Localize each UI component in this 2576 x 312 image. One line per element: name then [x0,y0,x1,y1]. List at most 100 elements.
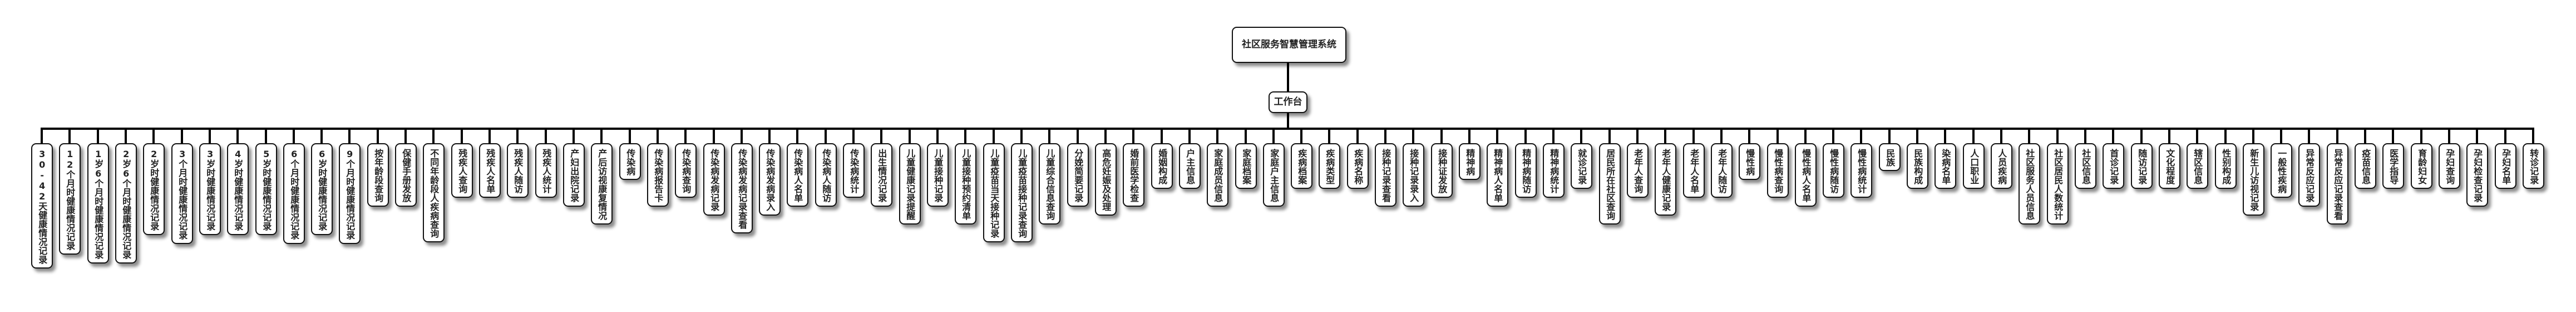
child-node[interactable]: 12个月时健康情况记录 [59,143,81,255]
child-node[interactable]: 儿童健康记录提醒 [899,143,921,225]
child-node[interactable]: 精神病人名单 [1487,143,1508,207]
child-node[interactable]: 性别构成 [2215,143,2237,189]
child-node[interactable]: 接种记录录入 [1403,143,1424,207]
child-node[interactable]: 疫苗信息 [2355,143,2376,189]
child-node[interactable]: 3岁时健康情况记录 [199,143,221,235]
child-node[interactable]: 1岁6个月时健康情况记录 [87,143,109,264]
child-node[interactable]: 精神病统计 [1543,143,1565,198]
child-node[interactable]: 疾病类型 [1319,143,1340,189]
child-node[interactable]: 家庭成员信息 [1207,143,1228,207]
child-label: 文化程度 [2164,149,2175,184]
child-node[interactable]: 社区信息 [2075,143,2096,189]
child-node[interactable]: 产后访视康复情况 [591,143,613,225]
child-node[interactable]: 残疾人统计 [535,143,557,198]
hub-node-workbench[interactable]: 工作台 [1269,91,1307,113]
child-node[interactable]: 孕妇检查记录 [2466,143,2488,207]
child-node[interactable]: 孕妇名单 [2495,143,2516,189]
child-node[interactable]: 染病名单 [1935,143,1956,189]
child-node[interactable]: 婚前医学检查 [1123,143,1144,207]
child-node[interactable]: 按年龄段查询 [367,143,389,207]
child-node[interactable]: 传染病发病记录 [703,143,725,216]
child-connector [2140,128,2143,144]
child-node[interactable]: 疾病名称 [1347,143,1369,189]
child-node[interactable]: 2岁6个月时健康情况记录 [115,143,137,264]
child-node[interactable]: 30-42天健康情况记录 [31,143,53,269]
child-node[interactable]: 育龄妇女 [2411,143,2432,189]
child-node[interactable]: 老年人健康记录 [1655,143,1676,216]
child-node[interactable]: 儿童综合信息查询 [1039,143,1060,225]
child-node[interactable]: 一般性疾病 [2271,143,2292,198]
child-node[interactable]: 精神病 [1459,143,1481,180]
child-node[interactable]: 儿童疫苗当天接种记录 [983,143,1005,242]
child-node[interactable]: 慢性病统计 [1850,143,1872,198]
child-node[interactable]: 2岁时健康情况记录 [143,143,165,235]
child-node[interactable]: 老年人查询 [1627,143,1649,198]
child-node[interactable]: 家庭档案 [1235,143,1257,189]
child-node[interactable]: 社区居民人数统计 [2047,143,2069,225]
child-node[interactable]: 传染病发病记录查看 [731,143,753,233]
child-node[interactable]: 人员疾病 [1991,143,2012,189]
child-node[interactable]: 民族 [1879,143,1901,171]
child-node[interactable]: 6个月时健康情况记录 [283,143,305,244]
child-node[interactable]: 孕妇查询 [2439,143,2460,189]
child-node[interactable]: 新生儿访视记录 [2243,143,2264,216]
child-node[interactable]: 传染病报告卡 [647,143,669,207]
child-node[interactable]: 残疾人随访 [507,143,529,198]
child-node[interactable]: 传染病发病录入 [759,143,781,216]
child-node[interactable]: 异常反应记录 [2298,143,2320,207]
child-node[interactable]: 分娩简要记录 [1067,143,1089,207]
child-node[interactable]: 户主信息 [1179,143,1201,189]
child-node[interactable]: 文化程度 [2159,143,2180,189]
child-node[interactable]: 6岁时健康情况记录 [311,143,333,235]
child-node[interactable]: 婚姻构成 [1151,143,1173,189]
child-node[interactable]: 转诊记录 [2523,143,2544,189]
child-connector [2448,128,2450,144]
child-node[interactable]: 产妇出院记录 [563,143,585,207]
child-node[interactable]: 老年人名单 [1683,143,1705,198]
child-node[interactable]: 保健手册发放 [395,143,417,207]
child-node[interactable]: 残疾人查询 [451,143,473,198]
child-node[interactable]: 慢性病 [1739,143,1760,180]
child-node[interactable]: 居民所在社区查询 [1599,143,1621,225]
child-node[interactable]: 传染病查询 [675,143,697,198]
child-node[interactable]: 高危妊娠及处理 [1095,143,1117,216]
child-node[interactable]: 9个月时健康情况记录 [339,143,361,244]
child-node[interactable]: 3个月时健康情况记录 [171,143,193,244]
child-node[interactable]: 接种证发放 [1431,143,1453,198]
child-node[interactable]: 传染病统计 [843,143,865,198]
child-node[interactable]: 慢性病人名单 [1795,143,1817,207]
child-node[interactable]: 老年人随访 [1711,143,1733,198]
child-node[interactable]: 精神病随访 [1515,143,1537,198]
child-connector [852,128,855,144]
child-node[interactable]: 传染病 [619,143,641,180]
child-node[interactable]: 首诊记录 [2103,143,2124,189]
child-node[interactable]: 儿童接种预约清单 [955,143,976,225]
child-node[interactable]: 残疾人名单 [479,143,501,198]
child-node[interactable]: 5岁时健康情况记录 [255,143,277,235]
child-label: 传染病统计 [848,149,860,193]
child-node[interactable]: 慢性病查询 [1767,143,1789,198]
child-node[interactable]: 接种记录查看 [1375,143,1396,207]
child-node[interactable]: 人口职业 [1963,143,1985,189]
child-node[interactable]: 不同年龄段人疾病查询 [423,143,445,242]
child-node[interactable]: 传染病人名单 [787,143,808,207]
child-connector [1748,128,1750,144]
child-connector [488,128,491,144]
root-node[interactable]: 社区服务智慧管理系统 [1232,27,1346,63]
child-node[interactable]: 儿童接种记录 [927,143,949,207]
child-node[interactable]: 社区服务人员信息 [2019,143,2040,225]
child-node[interactable]: 儿童疫苗接种记录查询 [1011,143,1033,242]
child-node[interactable]: 民族构成 [1907,143,1928,189]
child-node[interactable]: 出生情况记录 [871,143,892,207]
child-node[interactable]: 4岁时健康情况记录 [227,143,249,235]
child-connector [684,128,687,144]
child-node[interactable]: 家庭户主信息 [1263,143,1285,207]
child-node[interactable]: 传染病人随访 [815,143,837,207]
child-node[interactable]: 随访记录 [2131,143,2153,189]
child-node[interactable]: 就诊记录 [1571,143,1592,189]
child-node[interactable]: 医学指导 [2382,143,2404,189]
child-node[interactable]: 异常反应记录查看 [2327,143,2348,225]
child-node[interactable]: 疾病档案 [1291,143,1312,189]
child-node[interactable]: 慢性病随访 [1823,143,1844,198]
child-node[interactable]: 辖区信息 [2187,143,2208,189]
